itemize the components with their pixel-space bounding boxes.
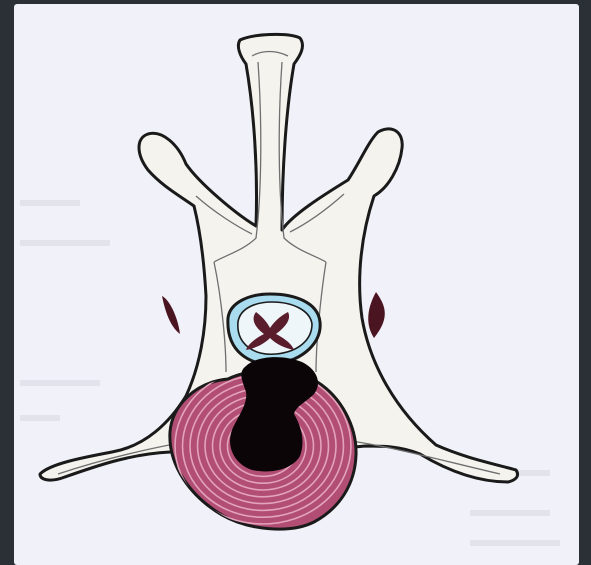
faint-mark [20, 415, 60, 421]
faint-mark [20, 380, 100, 386]
faint-mark [20, 200, 80, 206]
faint-mark [20, 240, 110, 246]
faint-mark [470, 540, 560, 546]
faint-mark [470, 510, 550, 516]
